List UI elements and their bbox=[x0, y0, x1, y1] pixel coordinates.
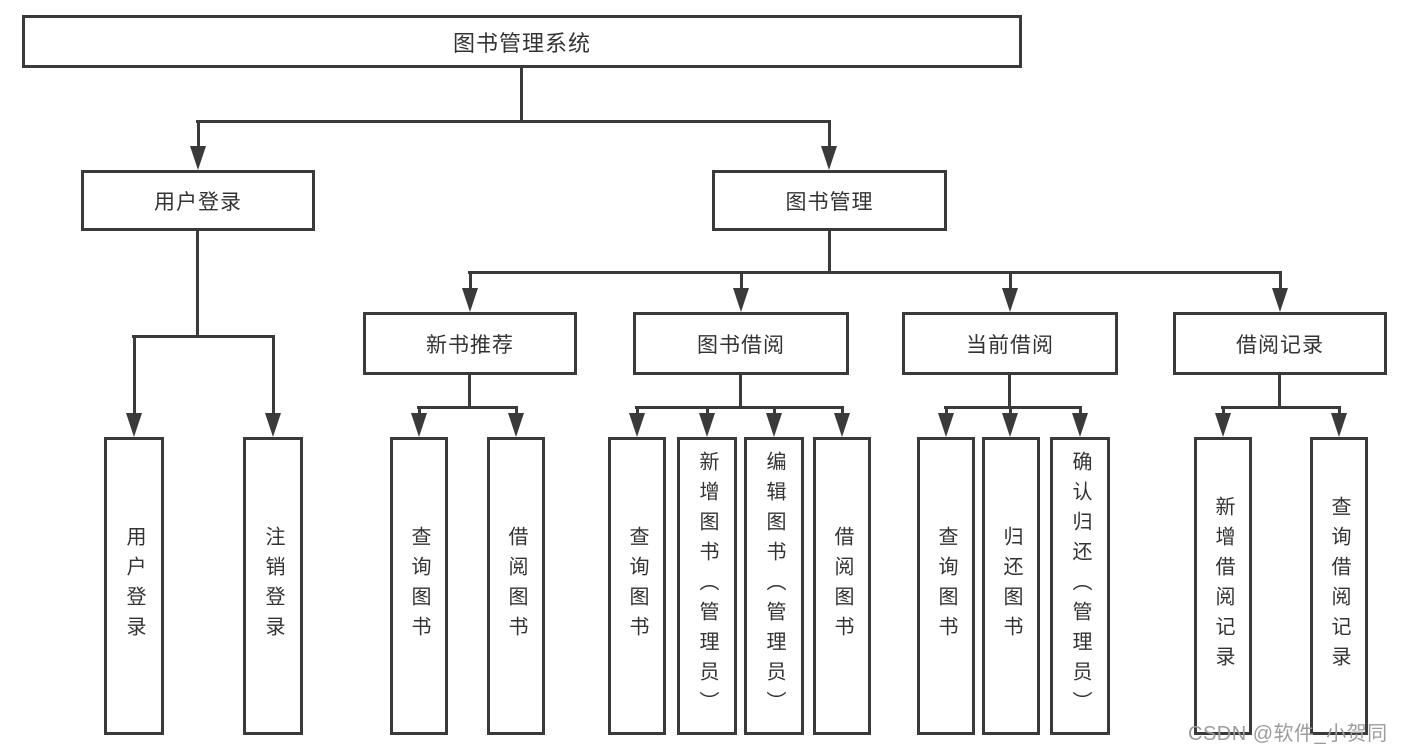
connector-arrow-down bbox=[411, 406, 427, 437]
leaf-confirm-return-admin-label: 确认归还（管理员） bbox=[1069, 451, 1091, 721]
node-new-book-recommend-label: 新书推荐 bbox=[426, 333, 514, 357]
node-book-borrowing-label: 图书借阅 bbox=[697, 333, 785, 357]
leaf-borrow-books-borrowing: 借阅图书 bbox=[813, 437, 871, 735]
node-user-login-label: 用户登录 bbox=[154, 190, 242, 214]
connector-arrow-down bbox=[126, 335, 142, 437]
leaf-borrow-books-borrowing-label: 借阅图书 bbox=[831, 526, 853, 646]
connector-line bbox=[635, 406, 844, 409]
node-book-management-label: 图书管理 bbox=[785, 190, 874, 214]
leaf-user-login: 用户登录 bbox=[104, 437, 164, 735]
connector-arrow-down bbox=[1272, 271, 1288, 312]
leaf-add-borrow-record-label: 新增借阅记录 bbox=[1212, 496, 1234, 676]
connector-arrow-down bbox=[938, 406, 954, 437]
leaf-confirm-return-admin: 确认归还（管理员） bbox=[1050, 437, 1110, 735]
leaf-return-books-label: 归还图书 bbox=[1000, 526, 1022, 646]
node-current-borrowing: 当前借阅 bbox=[902, 312, 1118, 375]
connector-line bbox=[132, 335, 275, 338]
leaf-borrow-books-recommend-label: 借阅图书 bbox=[505, 526, 527, 646]
node-root-label: 图书管理系统 bbox=[452, 30, 591, 56]
connector-arrow-down bbox=[1215, 406, 1231, 437]
connector-line bbox=[520, 68, 523, 120]
connector-line bbox=[944, 406, 1082, 409]
leaf-add-books-admin-label: 新增图书（管理员） bbox=[696, 451, 718, 721]
leaf-query-borrow-record-label: 查询借阅记录 bbox=[1328, 496, 1350, 676]
connector-line bbox=[1221, 406, 1341, 409]
connector-arrow-down bbox=[699, 406, 715, 437]
connector-arrow-down bbox=[629, 406, 645, 437]
leaf-query-books-current: 查询图书 bbox=[917, 437, 975, 735]
leaf-query-books-current-label: 查询图书 bbox=[935, 526, 957, 646]
node-current-borrowing-label: 当前借阅 bbox=[966, 333, 1054, 357]
leaf-add-borrow-record: 新增借阅记录 bbox=[1194, 437, 1252, 735]
leaf-query-books-borrowing: 查询图书 bbox=[608, 437, 666, 735]
connector-arrow-down bbox=[265, 335, 281, 437]
connector-arrow-down bbox=[766, 406, 782, 437]
node-user-login: 用户登录 bbox=[81, 170, 315, 231]
connector-line bbox=[417, 406, 518, 409]
connector-line bbox=[196, 120, 831, 123]
leaf-borrow-books-recommend: 借阅图书 bbox=[487, 437, 545, 735]
connector-arrow-down bbox=[733, 271, 749, 312]
connector-line bbox=[739, 375, 742, 406]
connector-arrow-down bbox=[834, 406, 850, 437]
connector-line bbox=[828, 231, 831, 271]
csdn-watermark: CSDN @软件_小贺同学 bbox=[1188, 723, 1388, 745]
leaf-query-borrow-record: 查询借阅记录 bbox=[1310, 437, 1368, 735]
leaf-logout-label: 注销登录 bbox=[262, 526, 284, 646]
leaf-edit-books-admin: 编辑图书（管理员） bbox=[744, 437, 804, 735]
node-book-borrowing: 图书借阅 bbox=[633, 312, 849, 375]
connector-arrow-down bbox=[462, 271, 478, 312]
connector-line bbox=[468, 375, 471, 406]
leaf-query-books-borrowing-label: 查询图书 bbox=[626, 526, 648, 646]
leaf-query-books-recommend-label: 查询图书 bbox=[408, 526, 430, 646]
leaf-edit-books-admin-label: 编辑图书（管理员） bbox=[763, 451, 785, 721]
leaf-query-books-recommend: 查询图书 bbox=[390, 437, 448, 735]
connector-arrow-down bbox=[190, 120, 206, 170]
connector-line bbox=[196, 231, 199, 335]
connector-arrow-down bbox=[1002, 406, 1018, 437]
connector-arrow-down bbox=[508, 406, 524, 437]
leaf-logout: 注销登录 bbox=[243, 437, 303, 735]
connector-arrow-down bbox=[821, 120, 837, 170]
connector-line bbox=[1278, 375, 1281, 406]
node-borrowing-records: 借阅记录 bbox=[1173, 312, 1387, 375]
connector-arrow-down bbox=[1002, 271, 1018, 312]
connector-arrow-down bbox=[1331, 406, 1347, 437]
node-book-management: 图书管理 bbox=[712, 170, 947, 231]
connector-line bbox=[468, 271, 1282, 274]
node-borrowing-records-label: 借阅记录 bbox=[1236, 333, 1324, 357]
leaf-add-books-admin: 新增图书（管理员） bbox=[677, 437, 737, 735]
leaf-return-books: 归还图书 bbox=[982, 437, 1040, 735]
node-root: 图书管理系统 bbox=[22, 15, 1022, 68]
connector-arrow-down bbox=[1072, 406, 1088, 437]
leaf-user-login-label: 用户登录 bbox=[123, 526, 145, 646]
node-new-book-recommend: 新书推荐 bbox=[363, 312, 577, 375]
connector-line bbox=[1008, 375, 1011, 406]
